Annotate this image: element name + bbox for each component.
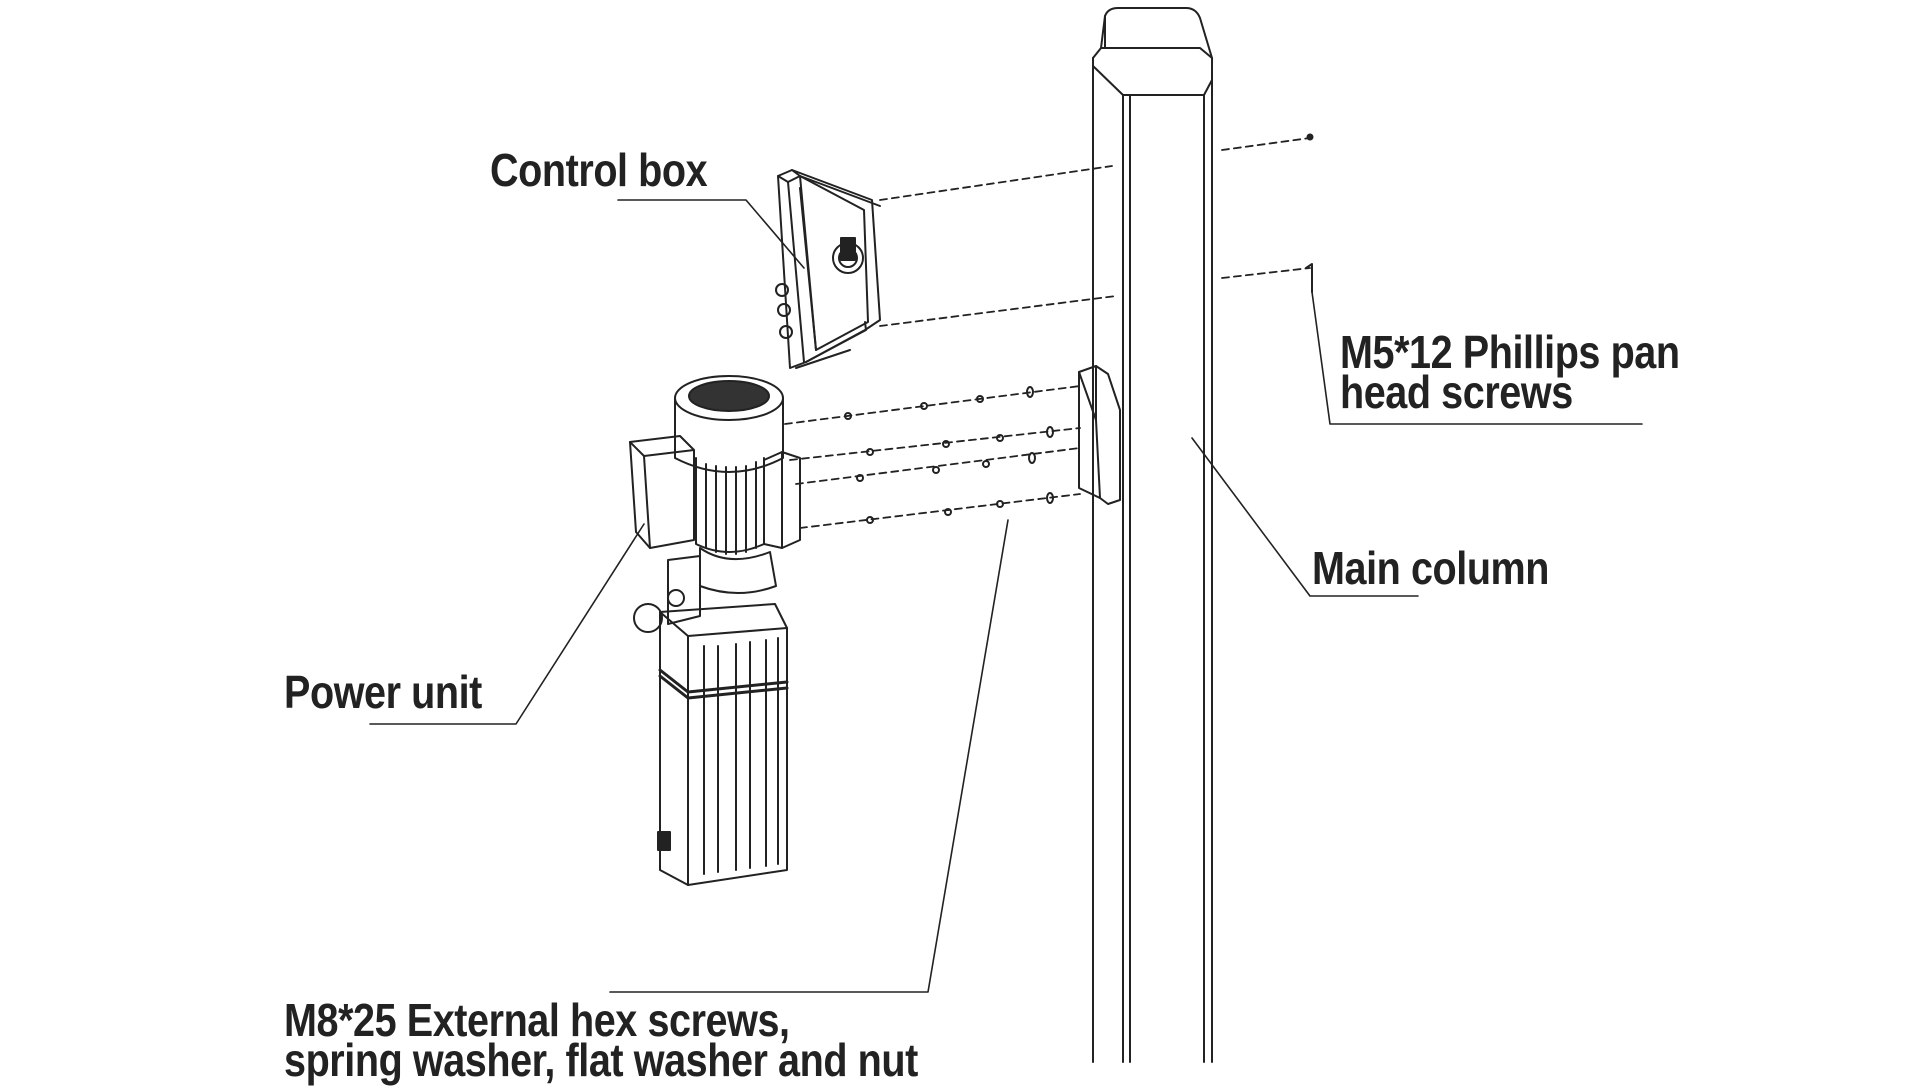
power-unit-label: Power unit (284, 666, 482, 718)
leader-lines (369, 199, 1643, 993)
m5-screws (1305, 133, 1314, 293)
control-box (775, 169, 881, 369)
power-unit (629, 375, 801, 886)
main-column-label: Main column (1312, 542, 1550, 594)
m5-screws-label: M5*12 Phillips pan head screws (1340, 326, 1680, 418)
control-box-label: Control box (490, 144, 708, 196)
m8-screws-label: M8*25 External hex screws, spring washer… (284, 994, 918, 1086)
assembly-lines (784, 137, 1311, 529)
m8-hardware (844, 386, 1054, 524)
main-column (1078, 7, 1213, 1063)
